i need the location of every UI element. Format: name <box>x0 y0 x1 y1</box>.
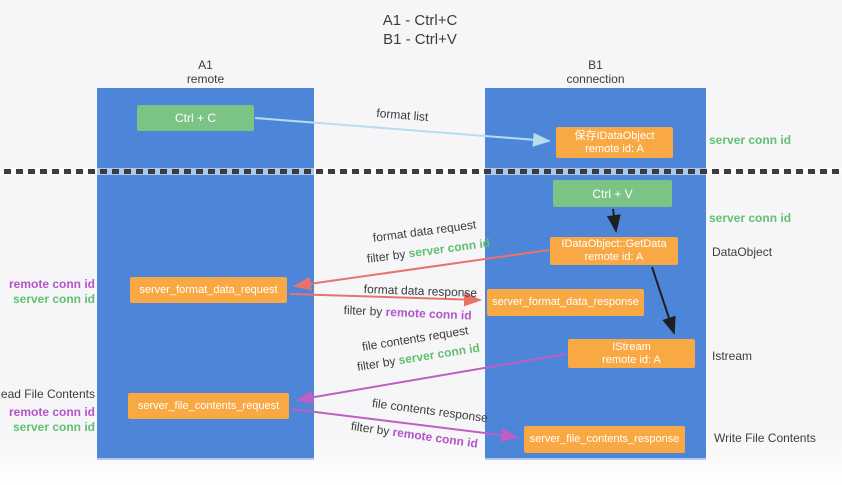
server-file-contents-response-label: server_file_contents_response <box>529 433 680 445</box>
diagram-title: A1 - Ctrl+C B1 - Ctrl+V <box>300 11 540 49</box>
idataobject-getdata-node: IDataObject::GetData remote id: A <box>550 237 678 265</box>
remote-conn-id-text: remote conn id <box>391 424 479 451</box>
ctrl-c-label: Ctrl + C <box>174 111 216 125</box>
read-file-contents-label: Read File Contents <box>0 387 95 401</box>
server-format-data-response-node: server_format_data_response <box>487 289 644 316</box>
server-format-data-request-node: server_format_data_request <box>130 277 287 303</box>
server-format-data-response-label: server_format_data_response <box>492 296 639 308</box>
format-list-label: format list <box>375 106 429 125</box>
filter-by-text: filter by <box>366 246 407 266</box>
lifeline-header-b1: B1 connection <box>525 58 666 86</box>
istream-side-label: Istream <box>712 349 753 363</box>
save-idataobject-line2: remote id: A <box>585 142 644 155</box>
idataobject-getdata-line1: IDataObject::GetData <box>561 238 667 250</box>
server-conn-id-label-mid: server conn id <box>709 211 792 225</box>
filter-by-text: filter by <box>350 419 391 439</box>
remote-conn-id-text: remote conn id <box>385 304 472 323</box>
istream-line2: remote id: A <box>602 353 661 366</box>
lifeline-a1-name: A1 <box>198 58 213 72</box>
lifeline-a1-role: remote <box>186 72 225 86</box>
server-file-contents-request-node: server_file_contents_request <box>128 393 289 419</box>
title-line-b1: B1 - Ctrl+V <box>383 31 457 48</box>
lifeline-header-a1: A1 remote <box>135 58 276 86</box>
server-conn-id-label-2: server conn id <box>12 420 95 434</box>
dotted-separator-line <box>4 169 842 174</box>
save-idataobject-node: 保存IDataObject remote id: A <box>556 127 673 158</box>
ctrl-v-node: Ctrl + V <box>553 180 672 207</box>
server-file-contents-request-label: server_file_contents_request <box>137 399 280 412</box>
idataobject-getdata-line2: remote id: A <box>584 251 644 263</box>
filter-by-remote-conn-id-label-2: filter by remote conn id <box>350 419 479 451</box>
lifeline-b1-role: connection <box>566 72 625 86</box>
title-line-a1: A1 - Ctrl+C <box>382 12 458 29</box>
server-conn-id-label-1: server conn id <box>12 292 95 306</box>
filter-by-remote-conn-id-label-1: filter by remote conn id <box>343 303 472 323</box>
filter-by-text: filter by <box>356 353 397 374</box>
server-conn-id-text: server conn id <box>407 235 491 261</box>
server-format-data-request-label: server_format_data_request <box>139 283 278 296</box>
dataobject-label: DataObject <box>712 245 773 259</box>
remote-conn-id-label-2: remote conn id <box>8 405 95 419</box>
file-contents-response-label: file contents response <box>371 396 489 426</box>
save-idataobject-line1: 保存IDataObject <box>574 129 655 142</box>
istream-node: IStream remote id: A <box>568 339 695 368</box>
ctrl-v-label: Ctrl + V <box>592 186 633 201</box>
write-file-contents-label: Write File Contents <box>714 431 816 445</box>
istream-line1: IStream <box>612 340 651 353</box>
ctrl-c-node: Ctrl + C <box>137 105 254 131</box>
lifeline-b1-name: B1 <box>588 58 603 72</box>
format-data-response-label: format data response <box>363 282 478 300</box>
remote-conn-id-label-1: remote conn id <box>8 277 95 291</box>
server-file-contents-response-node: server_file_contents_response <box>524 426 685 453</box>
filter-by-text: filter by <box>343 303 383 319</box>
server-conn-id-label-top: server conn id <box>709 133 792 147</box>
